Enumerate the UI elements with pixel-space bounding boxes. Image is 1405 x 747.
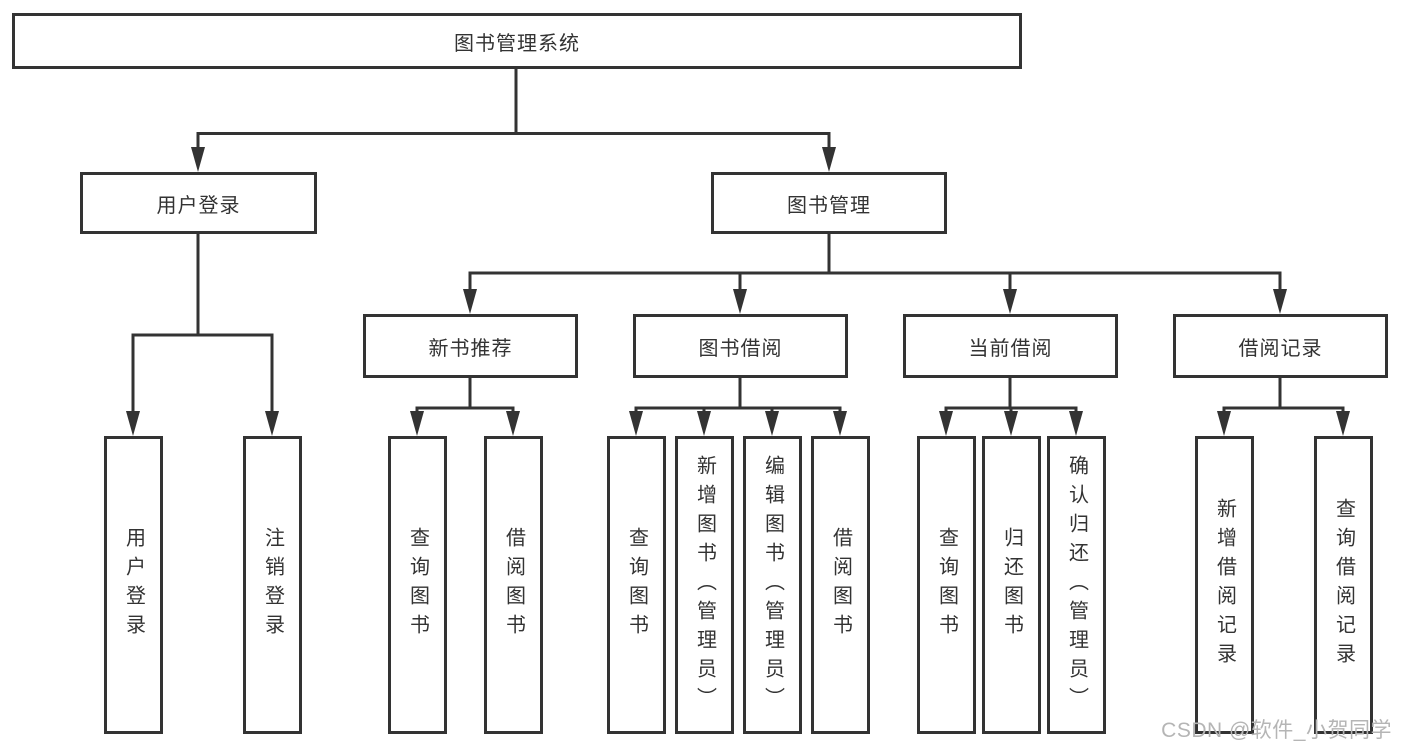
node-book-borrow: 图书借阅 — [633, 314, 848, 378]
leaf-user-login: 用户登录 — [104, 436, 163, 734]
leaf-logout: 注销登录 — [243, 436, 302, 734]
leaf-add-book-admin: 新增图书（管理员） — [675, 436, 734, 734]
leaf-borrow-book: 借阅图书 — [811, 436, 870, 734]
csdn-watermark: CSDN @软件_小贺同学 — [1161, 719, 1392, 742]
leaf-add-borrow-record: 新增借阅记录 — [1195, 436, 1254, 734]
node-current-borrow: 当前借阅 — [903, 314, 1118, 378]
leaf-return-book: 归还图书 — [982, 436, 1041, 734]
leaf-confirm-return-admin: 确认归还（管理员） — [1047, 436, 1106, 734]
leaf-edit-book-admin: 编辑图书（管理员） — [743, 436, 802, 734]
leaf-query-book-borrow: 查询图书 — [607, 436, 666, 734]
node-borrow-record: 借阅记录 — [1173, 314, 1388, 378]
node-new-book-recommend: 新书推荐 — [363, 314, 578, 378]
node-system-root: 图书管理系统 — [12, 13, 1022, 69]
leaf-query-book-current: 查询图书 — [917, 436, 976, 734]
leaf-query-book-recommend: 查询图书 — [388, 436, 447, 734]
leaf-borrow-book-recommend: 借阅图书 — [484, 436, 543, 734]
node-book-management: 图书管理 — [711, 172, 947, 234]
arrowhead-icons — [126, 147, 1350, 436]
node-user-login: 用户登录 — [80, 172, 317, 234]
leaf-query-borrow-record: 查询借阅记录 — [1314, 436, 1373, 734]
